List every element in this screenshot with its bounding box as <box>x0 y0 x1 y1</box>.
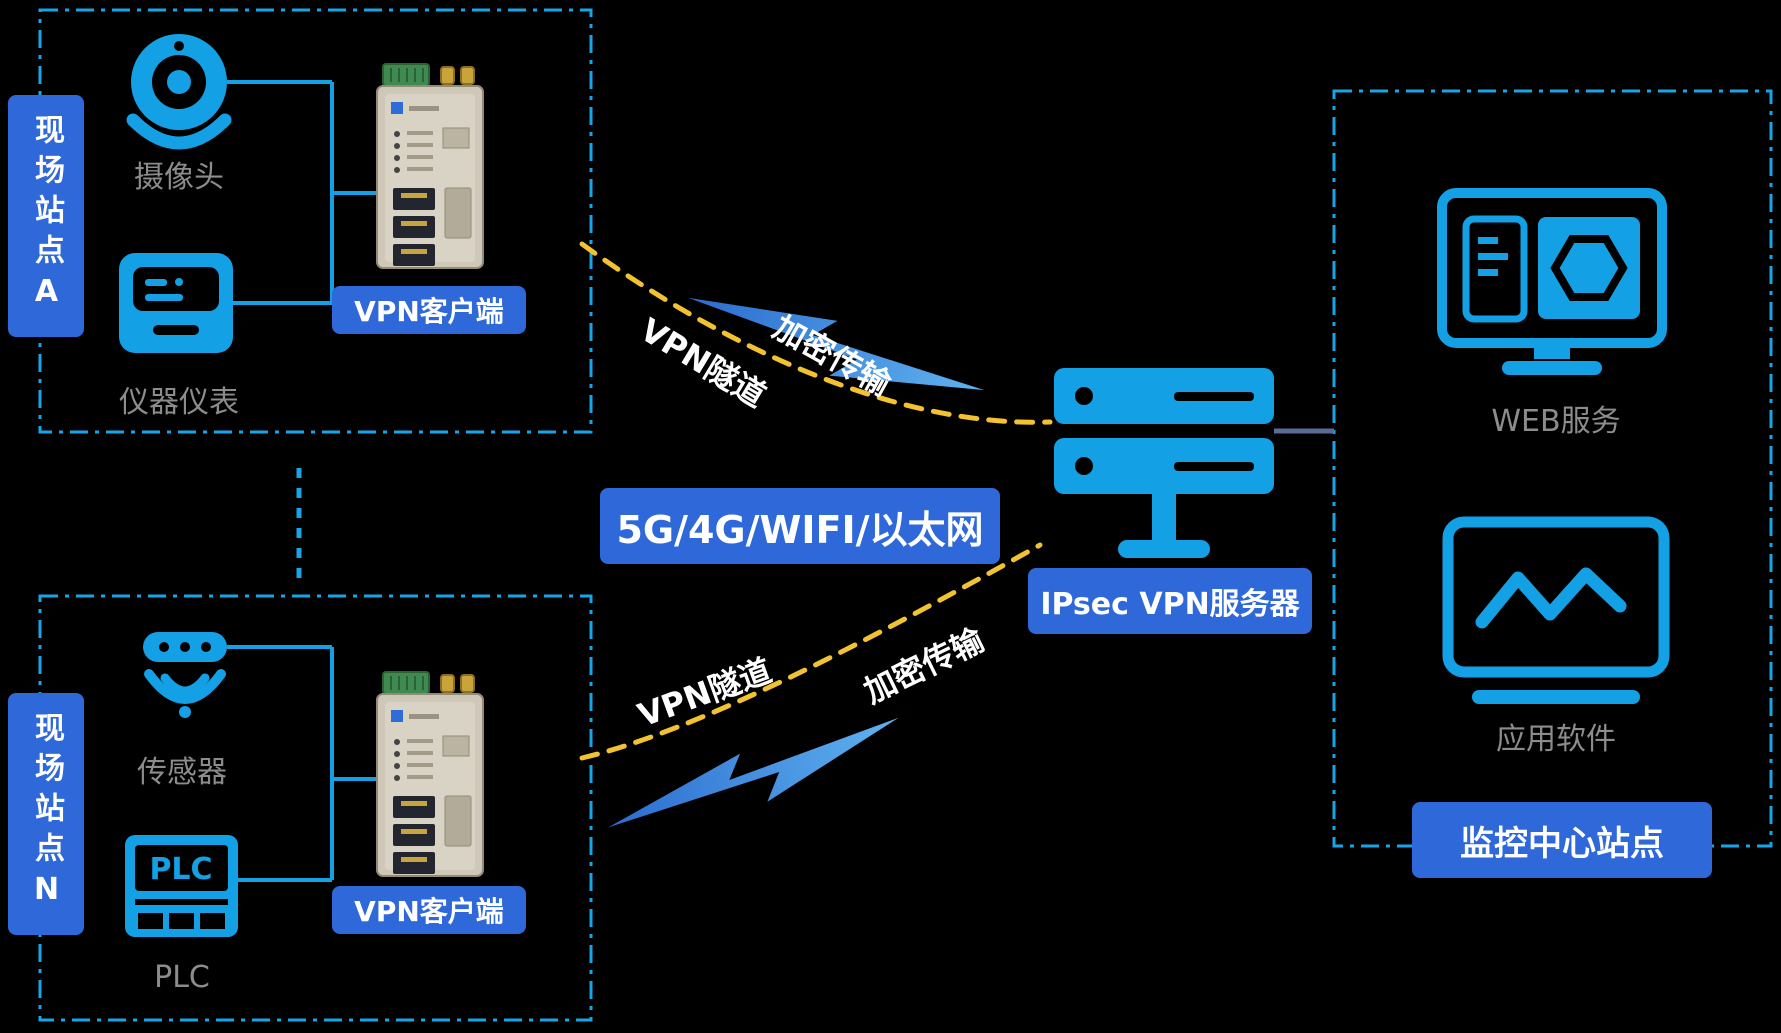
lightning-bolt-top-icon <box>687 297 985 391</box>
vpn-client-a-label: VPN客户端 <box>332 286 526 334</box>
site-a-connectors <box>227 80 377 305</box>
lightning-bolt-bottom-icon <box>607 717 899 828</box>
site-a-vertical-label: 现场站点A <box>8 95 84 337</box>
instrument-icon <box>119 253 233 353</box>
vpn-tunnel-top-curve <box>579 241 1053 425</box>
vpn-client-n-label: VPN客户端 <box>332 886 526 934</box>
monitoring-center-label: 监控中心站点 <box>1412 802 1712 878</box>
network-type-label: 5G/4G/WIFI/以太网 <box>600 488 1000 564</box>
plc-caption: PLC <box>154 960 210 995</box>
app-software-icon <box>1442 516 1670 704</box>
site-n-boundary <box>38 594 593 1022</box>
camera-icon <box>126 34 232 150</box>
web-service-icon <box>1437 188 1667 375</box>
vpn-router-n <box>376 671 484 877</box>
site-n-connectors <box>227 645 377 882</box>
vpn-server-icon <box>1054 368 1274 558</box>
plc-icon: PLC <box>125 835 238 937</box>
web-service-caption: WEB服务 <box>1491 404 1621 439</box>
instrument-caption: 仪器仪表 <box>119 385 239 420</box>
sensor-caption: 传感器 <box>137 755 227 790</box>
sensor-icon <box>143 632 227 718</box>
plc-icon-text: PLC <box>149 852 212 887</box>
ipsec-vpn-server-label: IPsec VPN服务器 <box>1028 568 1312 634</box>
site-n-vertical-label: 现场站点N <box>8 693 84 935</box>
camera-caption: 摄像头 <box>134 160 224 195</box>
site-a-boundary <box>38 8 593 434</box>
vpn-router-a <box>376 63 484 269</box>
app-software-caption: 应用软件 <box>1496 722 1616 757</box>
vpn-tunnel-bottom-curve <box>579 542 1043 761</box>
